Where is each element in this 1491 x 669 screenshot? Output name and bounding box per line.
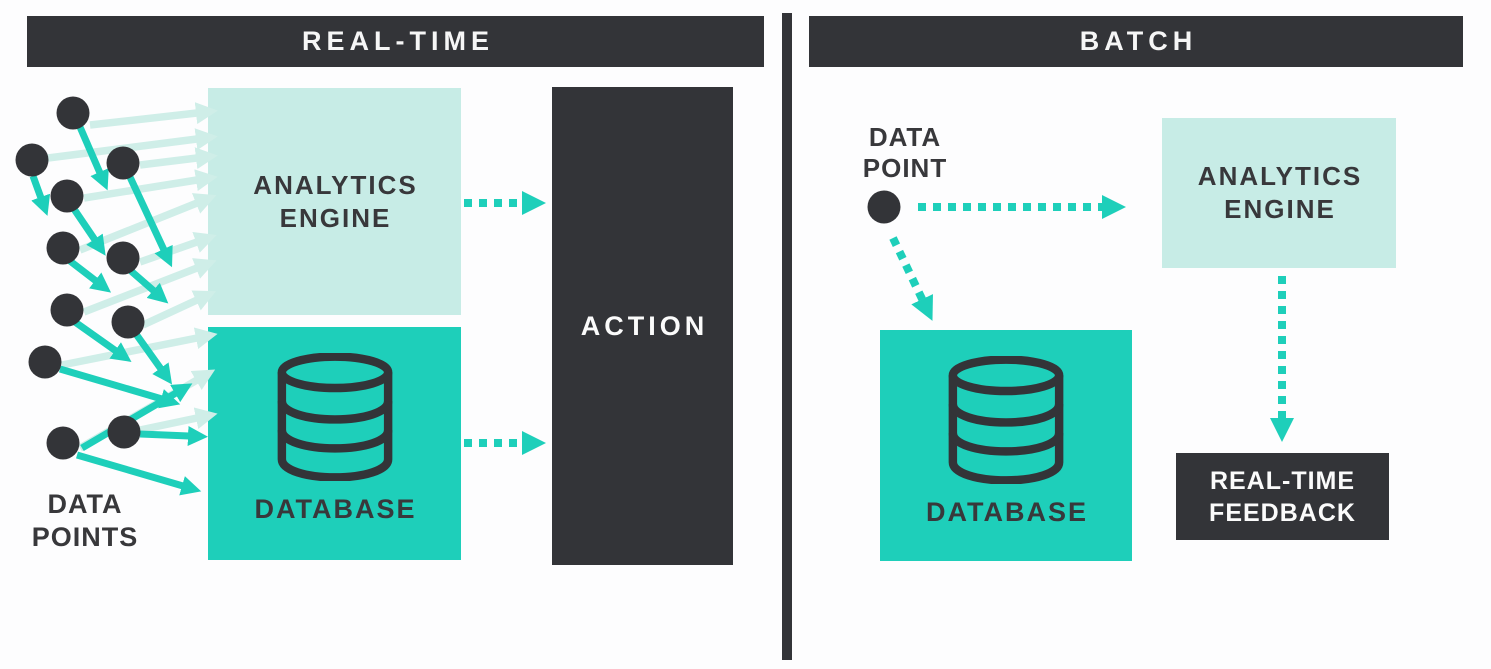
database-right-label: DATABASE <box>926 497 1088 527</box>
batch-header-bar: BATCH <box>809 16 1463 67</box>
action-label: ACTION <box>580 310 709 341</box>
feedback-line1: REAL-TIME <box>1209 466 1356 495</box>
batch-header-label: BATCH <box>1079 26 1198 56</box>
realtime-header-label: REAL-TIME <box>302 26 494 56</box>
action-box: ACTION <box>552 87 733 565</box>
analytics-engine-box-left: ANALYTICS ENGINE <box>208 88 461 315</box>
realtime-header-bar: REAL-TIME <box>27 16 764 67</box>
realtime-feedback-box: REAL-TIME FEEDBACK <box>1176 453 1389 540</box>
analytics-engine-box-right: ANALYTICS ENGINE <box>1162 118 1396 268</box>
data-point-line1: DATA <box>868 122 942 152</box>
database-left-label: DATABASE <box>254 494 417 524</box>
analytics-left-line1: ANALYTICS <box>253 169 418 200</box>
database-box-left: DATABASE <box>208 327 461 560</box>
faded-data-arrows <box>47 102 218 452</box>
data-points-line1: DATA <box>47 489 123 519</box>
data-points-label: DATA POINTS <box>20 488 150 554</box>
data-point-line2: POINT <box>862 153 948 183</box>
panel-divider <box>782 13 792 660</box>
analytics-right-line2: ENGINE <box>1224 194 1336 224</box>
database-cylinder-icon <box>277 353 392 481</box>
analytics-right-line1: ANALYTICS <box>1197 161 1363 191</box>
data-points-line2: POINTS <box>31 522 139 552</box>
database-cylinder-icon <box>948 356 1064 484</box>
analytics-left-line2: ENGINE <box>279 202 392 233</box>
data-point-label: DATA POINT <box>845 122 965 184</box>
database-box-right: DATABASE <box>880 330 1132 561</box>
solid-data-arrows <box>29 125 208 496</box>
feedback-line2: FEEDBACK <box>1209 498 1356 527</box>
